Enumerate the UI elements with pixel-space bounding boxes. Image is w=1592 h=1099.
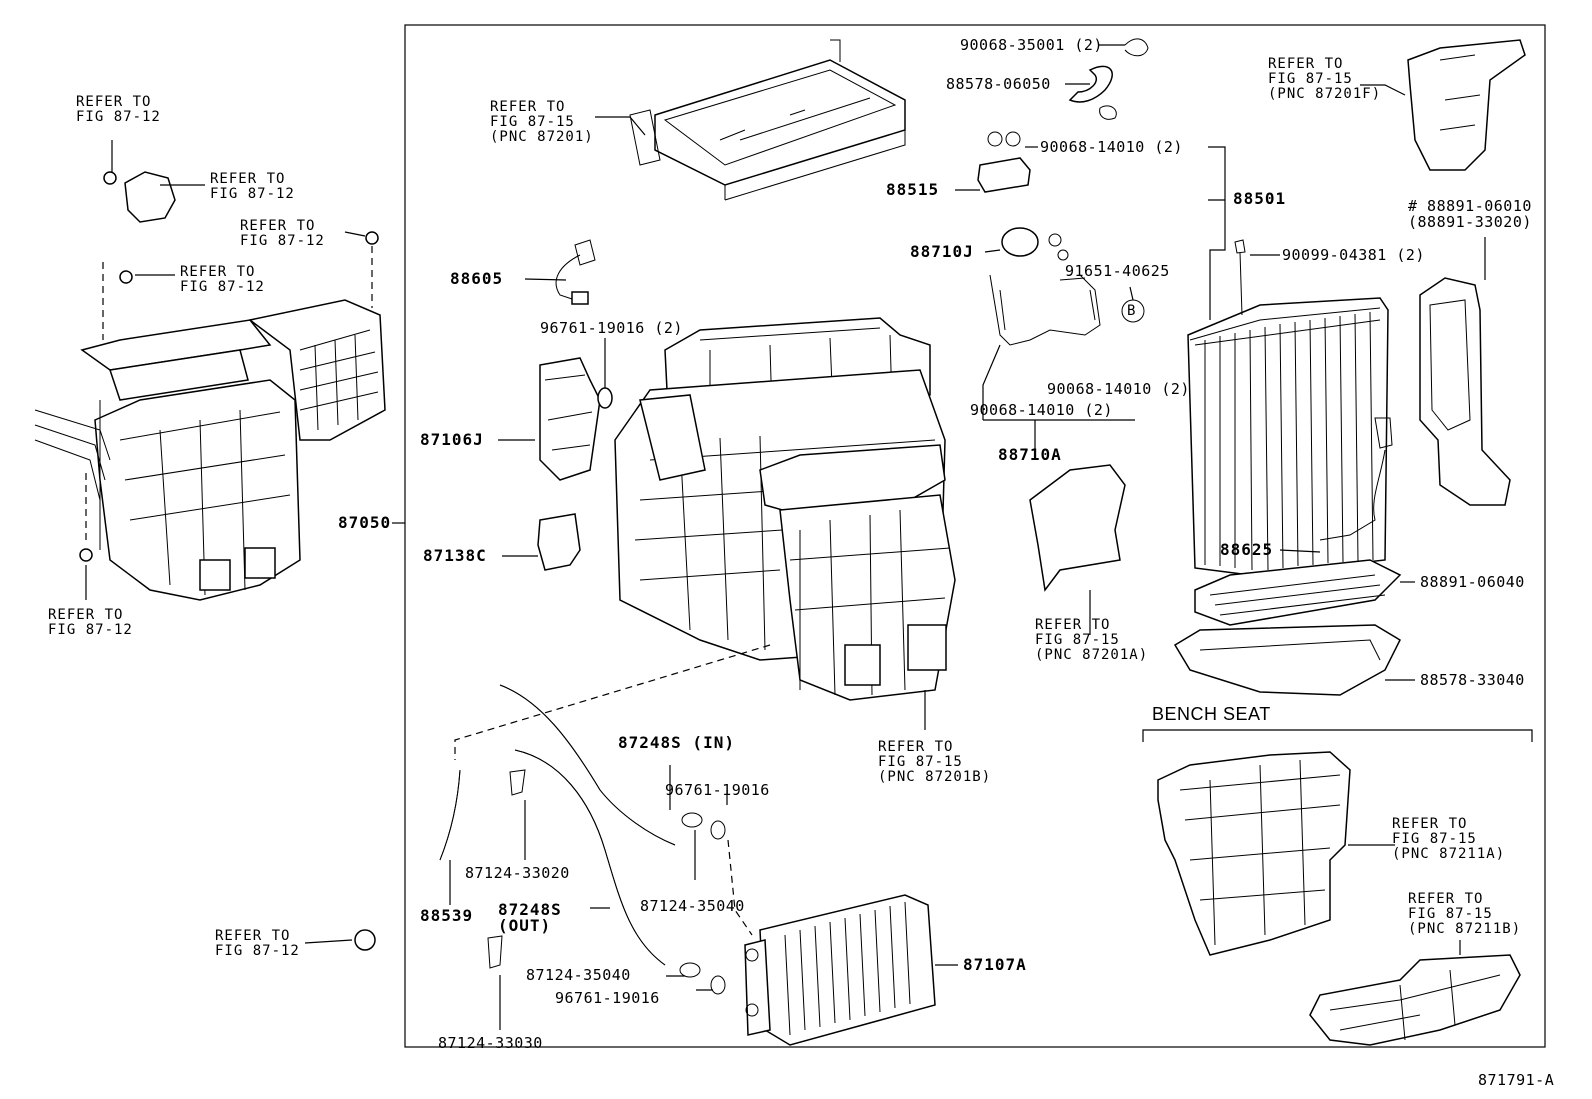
part-90068-35001-label: 90068-35001 (2) <box>960 36 1103 54</box>
harness-part <box>555 239 596 301</box>
thermistor-part <box>1319 417 1393 541</box>
bolt-part <box>1234 239 1246 316</box>
part-96761-19016-label: 96761-19016 <box>665 781 770 799</box>
refer-fig-87-12-label-a: REFER TO FIG 87-12 <box>76 94 161 125</box>
refer-pnc-87201a-label: REFER TO FIG 87-15 (PNC 87201A) <box>1035 617 1149 663</box>
drain-pan <box>1173 624 1401 696</box>
heater-unit-assembly-illustration <box>34 299 386 601</box>
part-87107a-label: 87107A <box>963 955 1027 974</box>
part-88578-33040-label: 88578-33040 <box>1420 671 1525 689</box>
cover-plate-part <box>124 171 176 223</box>
insulator-part <box>1068 65 1113 103</box>
duct-part-87201f <box>1407 39 1526 171</box>
receiver-and-pipes-illustration <box>989 227 1101 346</box>
heater-core-illustration <box>744 894 936 1046</box>
refer-fig-87-12-label-e: REFER TO FIG 87-12 <box>48 607 133 638</box>
clip-87124-33030 <box>487 935 503 969</box>
servo-motor-illustration <box>539 357 601 481</box>
gasket-part <box>1419 277 1511 506</box>
part-88625-label: 88625 <box>1220 540 1274 559</box>
part-90068-14010-mid-r-label: 90068-14010 (2) <box>1047 380 1190 398</box>
refer-fig-87-12-label-f: REFER TO FIG 87-12 <box>215 928 300 959</box>
refer-fig-87-12-label-c: REFER TO FIG 87-12 <box>240 218 325 249</box>
main-assembly-frame <box>404 24 1546 1048</box>
rear-duct-illustration <box>1157 751 1351 956</box>
grommet-part-b <box>354 929 376 951</box>
part-88710a-label: 88710A <box>998 445 1062 464</box>
resistor-part <box>537 513 581 571</box>
expansion-valve-illustration <box>977 131 1031 193</box>
part-87124-35040-b-label: 87124-35040 <box>526 966 631 984</box>
part-88578-06050-label: 88578-06050 <box>946 75 1051 93</box>
part-87248s-in-label: 87248S (IN) <box>618 733 735 752</box>
figure-id-label: 871791-A <box>1478 1071 1555 1089</box>
part-88605-label: 88605 <box>450 269 504 288</box>
screw-part-b <box>119 270 133 284</box>
heater-case-illustration <box>614 317 956 701</box>
clamp-ring-a <box>681 812 703 828</box>
evaporator-illustration <box>1187 297 1389 576</box>
clamp-part <box>1124 38 1149 57</box>
part-96761-19016-2-label: 96761-19016 (2) <box>540 319 683 337</box>
part-87124-33030-label: 87124-33030 <box>438 1034 543 1052</box>
hose-in <box>499 684 676 846</box>
part-88539-label: 88539 <box>420 906 474 925</box>
clip-87124-33020 <box>509 769 526 796</box>
refer-pnc-87201f-label: REFER TO FIG 87-15 (PNC 87201F) <box>1268 56 1382 102</box>
screw-part-c <box>79 548 93 562</box>
part-88891-06010-label: # 88891-06010 (88891-33020) <box>1408 197 1532 231</box>
part-87106j-label: 87106J <box>420 430 484 449</box>
seal-part-a <box>597 387 613 409</box>
circle-b-label: B <box>1127 303 1136 319</box>
part-88515-label: 88515 <box>886 180 940 199</box>
bench-seat-heading: BENCH SEAT <box>1152 704 1271 724</box>
refer-pnc-87211b-label: REFER TO FIG 87-15 (PNC 87211B) <box>1408 891 1522 937</box>
screw-part-a <box>365 231 379 245</box>
part-87138c-label: 87138C <box>423 546 487 565</box>
part-88891-06040-label: 88891-06040 <box>1420 573 1525 591</box>
refer-pnc-87201b-label: REFER TO FIG 87-15 (PNC 87201B) <box>878 739 992 785</box>
part-88710j-label: 88710J <box>910 242 974 261</box>
duct-part-87201a <box>1029 464 1126 592</box>
refer-fig-87-12-label-d: REFER TO FIG 87-12 <box>180 264 265 295</box>
part-96761-19016-b-label: 96761-19016 <box>555 989 660 1007</box>
upper-duct-illustration <box>629 39 906 201</box>
refer-pnc-87211a-label: REFER TO FIG 87-15 (PNC 87211A) <box>1392 816 1506 862</box>
drain-pan-frame <box>1194 559 1402 626</box>
part-87050-label: 87050 <box>338 513 392 532</box>
part-87248s-out-label: 87248S (OUT) <box>498 900 562 935</box>
hose-88539 <box>439 769 461 861</box>
rear-duct-b-illustration <box>1309 954 1521 1046</box>
oring-a <box>710 820 726 840</box>
oring-b <box>710 975 726 995</box>
part-90068-14010-mid-l-label: 90068-14010 (2) <box>970 401 1113 419</box>
part-88501-label: 88501 <box>1233 189 1287 208</box>
part-91651-40625-label: 91651-40625 <box>1065 262 1170 280</box>
part-87124-33020-label: 87124-33020 <box>465 864 570 882</box>
grommet-part <box>103 171 117 185</box>
bench-seat-bracket <box>1142 729 1533 742</box>
refer-pnc-87201-label: REFER TO FIG 87-15 (PNC 87201) <box>490 99 594 145</box>
refer-fig-87-12-label-b: REFER TO FIG 87-12 <box>210 171 295 202</box>
part-90099-04381-label: 90099-04381 (2) <box>1282 246 1425 264</box>
clamp-ring-b <box>679 962 701 978</box>
part-87124-35040-a-label: 87124-35040 <box>640 897 745 915</box>
part-90068-14010-top-label: 90068-14010 (2) <box>1040 138 1183 156</box>
